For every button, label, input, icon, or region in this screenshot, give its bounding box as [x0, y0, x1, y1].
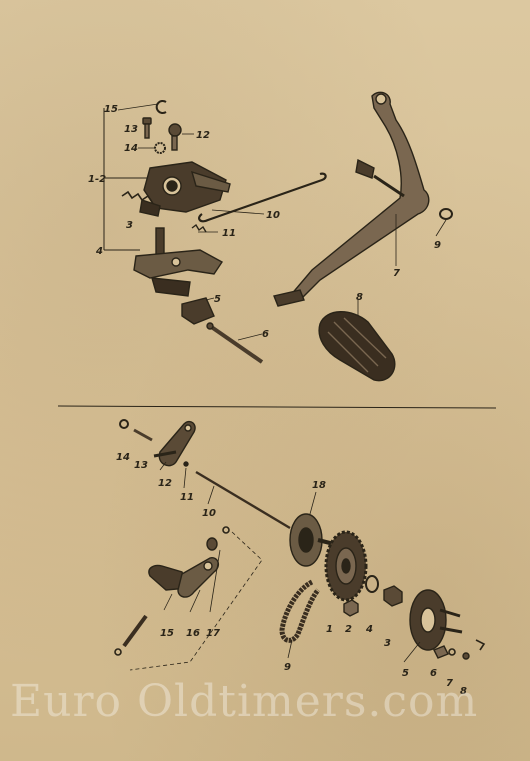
lever-housing-part [139, 161, 231, 217]
callout-label: 13 [124, 124, 138, 135]
callout-label: 11 [180, 492, 194, 503]
callout-label: 11 [222, 228, 236, 239]
clutch-plate-part [409, 589, 463, 651]
callout-label: 3 [384, 638, 391, 649]
lock-nut-part [383, 585, 403, 607]
callout-label: 5 [214, 294, 221, 305]
upper-callout-labels: 15 13 12 14 1-2 3 10 11 4 5 6 7 8 9 [88, 104, 441, 340]
callout-label: 14 [116, 452, 130, 463]
callout-label: 7 [446, 678, 453, 689]
lower-lever-part [153, 420, 196, 467]
callout-label: 9 [434, 240, 441, 251]
screw-part [168, 123, 182, 151]
callout-label: 7 [393, 268, 400, 279]
spring-washer-part [448, 648, 456, 656]
pedal-shaft-part [114, 557, 220, 656]
pawl-part [181, 297, 215, 325]
callout-label: 3 [126, 220, 133, 231]
callout-label: 13 [134, 460, 148, 471]
chain-sprocket-part [324, 530, 368, 602]
callout-label: 5 [402, 668, 409, 679]
assembly-outline [129, 531, 263, 671]
stud-part [133, 428, 153, 442]
site-watermark: Euro Oldtimers.com [10, 676, 479, 727]
callout-label: 1 [326, 624, 333, 635]
callout-label: 4 [95, 246, 103, 257]
pushrod-part [195, 470, 291, 530]
callout-label: 1-2 [88, 174, 106, 185]
bolt-end-part [475, 639, 486, 651]
hub-flange-part [289, 513, 335, 567]
washer-part [433, 645, 449, 659]
callout-label: 12 [158, 478, 172, 489]
callout-label: 4 [365, 624, 373, 635]
callout-label: 10 [202, 508, 216, 519]
callout-label: 16 [186, 628, 200, 639]
upper-kickstart-assembly [103, 91, 453, 382]
callout-label: 12 [196, 130, 210, 141]
bolt-part [142, 117, 152, 139]
circlip-part [155, 100, 167, 114]
shaft-part [206, 322, 264, 364]
base-plate-part [133, 227, 224, 297]
small-spring-part [191, 223, 207, 233]
callout-label: 6 [262, 329, 269, 340]
section-divider [57, 405, 497, 409]
callout-label: 2 [345, 624, 352, 635]
hex-nut-part [343, 599, 359, 617]
bushing-part [206, 537, 218, 551]
callout-label: 10 [266, 210, 280, 221]
pedal-rubber-part [318, 311, 396, 382]
nut-part [119, 419, 129, 429]
bolt-head-part [462, 652, 470, 660]
callout-label: 9 [284, 662, 291, 673]
group-bracket-line [103, 108, 148, 251]
coil-spring-part [121, 190, 153, 203]
lower-callout-labels: 14 13 12 11 10 18 15 16 17 1 2 4 3 9 5 6… [116, 452, 467, 697]
callout-label: 17 [206, 628, 220, 639]
small-pin-part [183, 461, 189, 467]
callout-label: 15 [160, 628, 174, 639]
upper-leader-lines [117, 103, 447, 341]
callout-label: 8 [460, 686, 467, 697]
spacer-washer-part [365, 575, 379, 593]
callout-label: 6 [430, 668, 437, 679]
callout-label: 8 [356, 292, 363, 303]
drive-chain-part [279, 579, 321, 643]
ball-part [222, 526, 230, 534]
linkage-rod-part [198, 172, 327, 223]
kickstart-lever-part [273, 91, 430, 307]
lower-drive-assembly [114, 419, 486, 671]
lever-circlip-part [439, 208, 453, 220]
callout-label: 15 [104, 104, 118, 115]
lower-leader-lines [159, 461, 421, 663]
star-washer-part [154, 142, 166, 154]
callout-label: 18 [312, 480, 326, 491]
callout-label: 14 [124, 143, 138, 154]
